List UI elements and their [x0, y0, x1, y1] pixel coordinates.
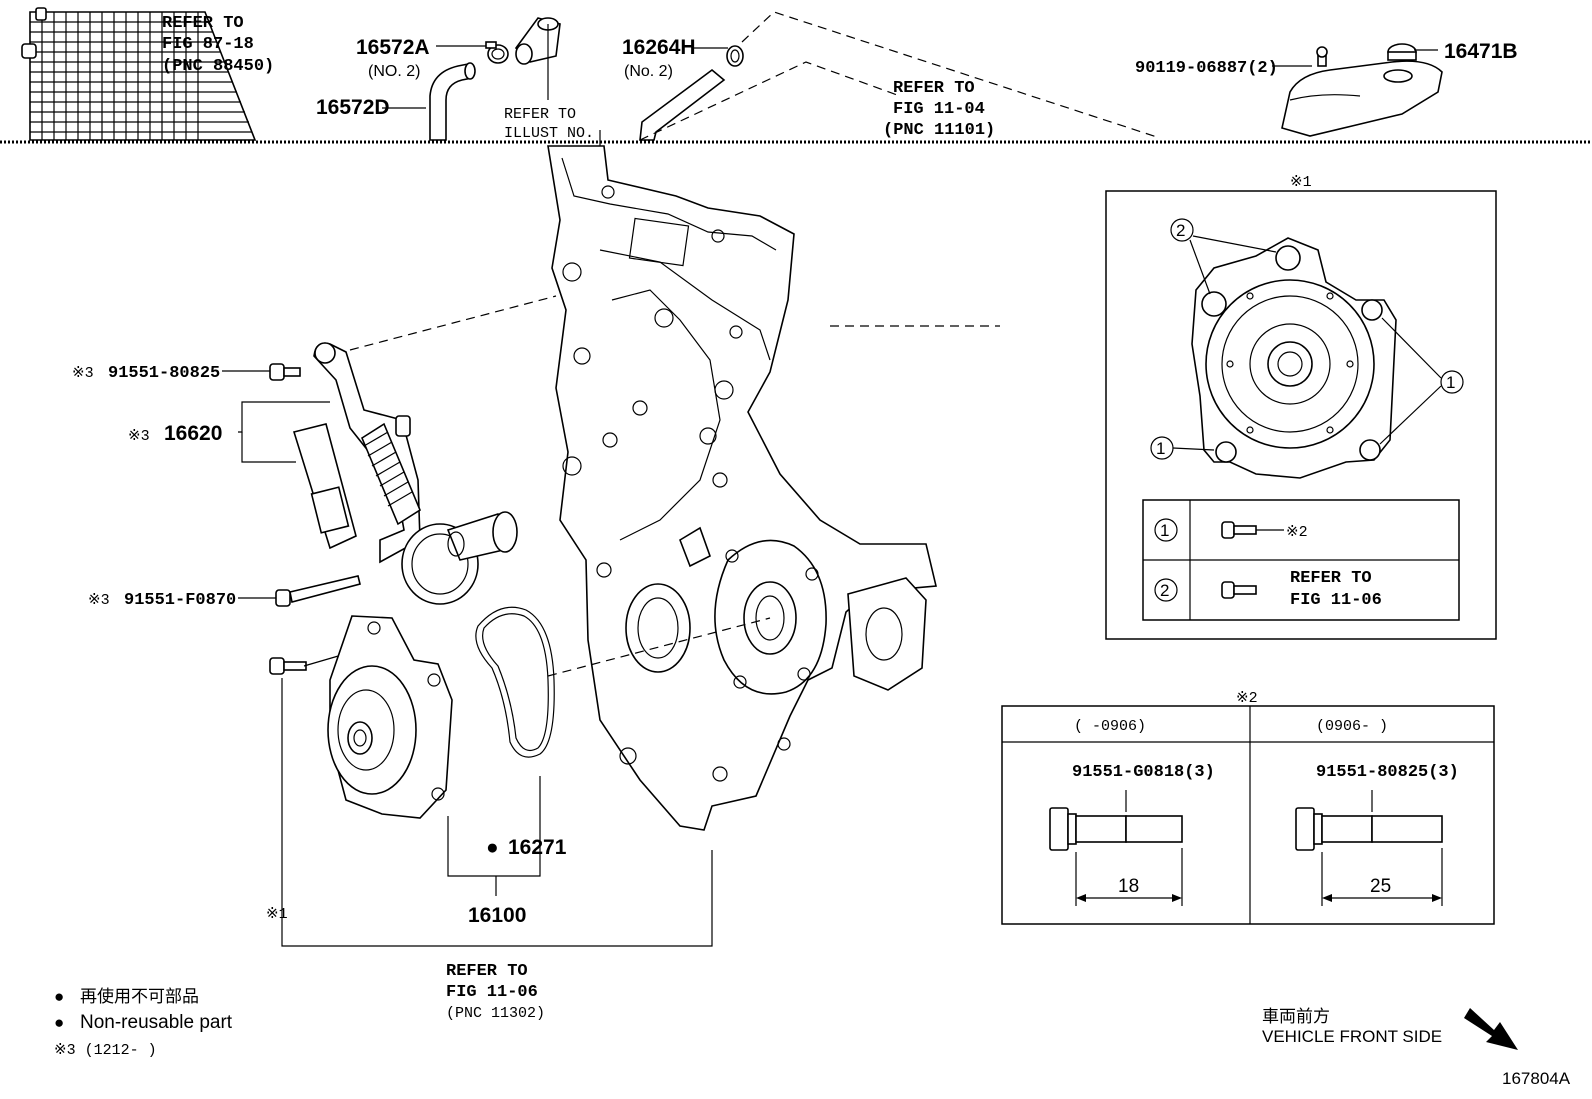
callout-1-left-label: 1 — [1156, 439, 1165, 458]
bolt-91551-f0870-illustration — [275, 575, 361, 607]
legend-jp: 再使用不可部品 — [80, 986, 199, 1006]
part-16572a: 16572A — [356, 36, 430, 59]
table-row2-bolt-icon — [1221, 581, 1257, 599]
part-16572d: 16572D — [316, 96, 390, 119]
callout-1-right — [1379, 317, 1464, 445]
table-row2-index: 2 — [1160, 581, 1169, 600]
table-row1-bolt-icon — [1221, 521, 1257, 539]
direction-jp: 車両前方 — [1262, 1007, 1330, 1026]
legend-en: Non-reusable part — [80, 1012, 233, 1033]
inset2-title: ※2 — [1236, 690, 1258, 707]
bolt-91551-80825-illustration — [269, 363, 301, 381]
inset2-col1-part: 91551-G0818(3) — [1072, 763, 1215, 782]
callout-2-top — [1170, 218, 1277, 295]
vehicle-front-arrow-icon — [1464, 1008, 1518, 1050]
inset2-col2-dim: 25 — [1370, 876, 1391, 897]
ref-radiator-line1: REFER TO — [162, 14, 244, 33]
part-16264h-note: (No. 2) — [624, 63, 673, 80]
radiator-core-illustration — [21, 7, 257, 141]
table-row2-ref-line2: FIG 11-06 — [1290, 591, 1382, 610]
ref-fig1106-line2: FIG 11-06 — [446, 983, 538, 1002]
water-inlet-illustration — [514, 17, 561, 65]
note3-mark-b: ※3 — [128, 428, 150, 445]
diagram-id: 167804A — [1502, 1069, 1571, 1088]
part-16620: 16620 — [164, 422, 222, 445]
part-16100: 16100 — [468, 904, 526, 927]
table-row1-ref: ※2 — [1286, 524, 1308, 541]
ref-fig1104-line1: REFER TO — [893, 79, 975, 98]
callout-1-right-label: 1 — [1446, 373, 1455, 392]
part-16271: 16271 — [508, 836, 567, 859]
part-90119-06887: 90119-06887(2) — [1135, 59, 1278, 78]
callout-1-left — [1150, 436, 1215, 460]
legend-bullet-jp: ● — [54, 987, 64, 1006]
clamp-16572a-illustration — [485, 41, 509, 64]
inset1-pump-illustration — [1191, 237, 1397, 479]
part-16471b: 16471B — [1444, 40, 1518, 63]
hose-16572d-illustration — [429, 62, 476, 141]
part-91551-80825: 91551-80825 — [108, 364, 220, 383]
bolt-pump-illustration — [269, 657, 307, 675]
ref-fig1106-line1: REFER TO — [446, 962, 528, 981]
ref-radiator-line2: FIG 87-18 — [162, 35, 254, 54]
legend-bullet-en: ● — [54, 1013, 64, 1032]
hose-16264h-illustration — [639, 45, 744, 141]
part-16572a-note: (NO. 2) — [368, 63, 420, 80]
inset2-col1-dim: 18 — [1118, 876, 1139, 897]
note1-mark-main: ※1 — [266, 906, 288, 923]
part-16264h: 16264H — [622, 36, 696, 59]
bullet-16271: ● — [486, 836, 499, 859]
direction-en: VEHICLE FRONT SIDE — [1262, 1027, 1442, 1046]
ref-radiator-line3: (PNC 88450) — [162, 57, 274, 76]
inset2-col2-header: (0906- ) — [1316, 718, 1388, 735]
callout-2-top-label: 2 — [1176, 221, 1185, 240]
ref-illust-line1: REFER TO — [504, 106, 576, 123]
table-row1-index: 1 — [1160, 521, 1169, 540]
legend-note3: ※3 (1212- ) — [54, 1042, 157, 1059]
gasket-16271-illustration — [475, 606, 555, 758]
table-row2-ref-line1: REFER TO — [1290, 569, 1372, 588]
inset2-col2-part: 91551-80825(3) — [1316, 763, 1459, 782]
ref-fig1106-line3: (PNC 11302) — [446, 1005, 545, 1022]
bolt-91551-80825-dim-illustration — [1295, 807, 1443, 851]
ref-fig1104-line2: FIG 11-04 — [893, 100, 985, 119]
ref-fig1104-line3: (PNC 11101) — [883, 121, 995, 140]
note3-mark-c: ※3 — [88, 592, 110, 609]
timing-chain-cover-illustration — [547, 145, 937, 831]
bolt-91551-g0818-illustration — [1049, 807, 1183, 851]
inset1-title: ※1 — [1290, 174, 1312, 191]
water-pump-illustration — [327, 615, 453, 819]
note3-mark-a: ※3 — [72, 365, 94, 382]
ref-illust-line2: ILLUST NO. — [504, 125, 594, 142]
inset2-col1-header: ( -0906) — [1074, 718, 1146, 735]
reservoir-tank-illustration — [1281, 43, 1443, 137]
tensioner-16620-illustration — [292, 342, 518, 605]
part-91551-f0870: 91551-F0870 — [124, 591, 236, 610]
